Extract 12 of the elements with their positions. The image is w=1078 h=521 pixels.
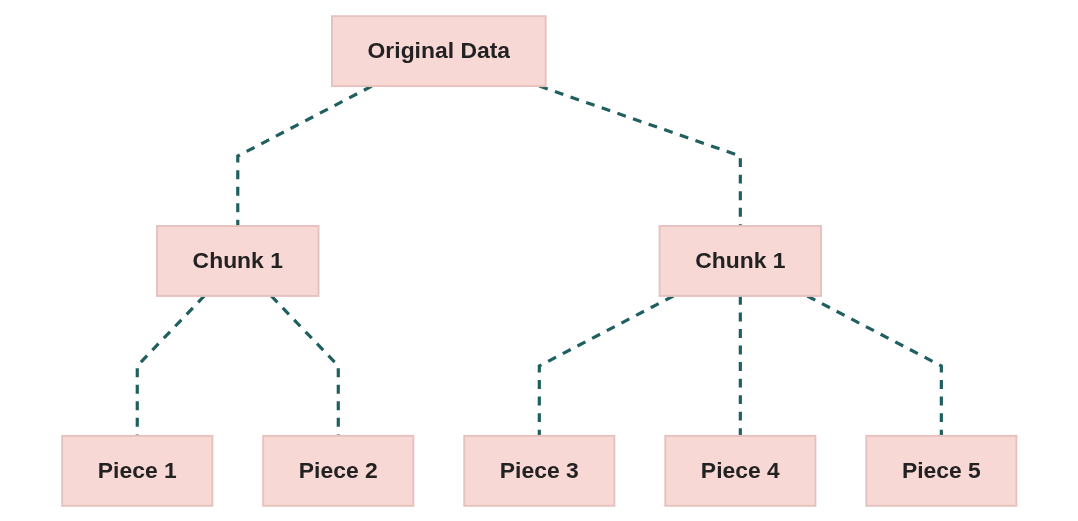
node-box: Piece 2 (261, 434, 414, 507)
node-box: Piece 3 (462, 434, 616, 507)
node-box: Piece 5 (865, 434, 1018, 507)
connector (738, 295, 742, 436)
node-box: Chunk 1 (658, 224, 822, 297)
connector (235, 84, 373, 226)
connector (537, 294, 674, 436)
node-box: Original Data (330, 14, 547, 87)
node-box: Chunk 1 (155, 224, 320, 297)
node-box: Piece 1 (60, 434, 213, 507)
connector (806, 294, 943, 436)
node-box: Piece 4 (664, 434, 817, 507)
